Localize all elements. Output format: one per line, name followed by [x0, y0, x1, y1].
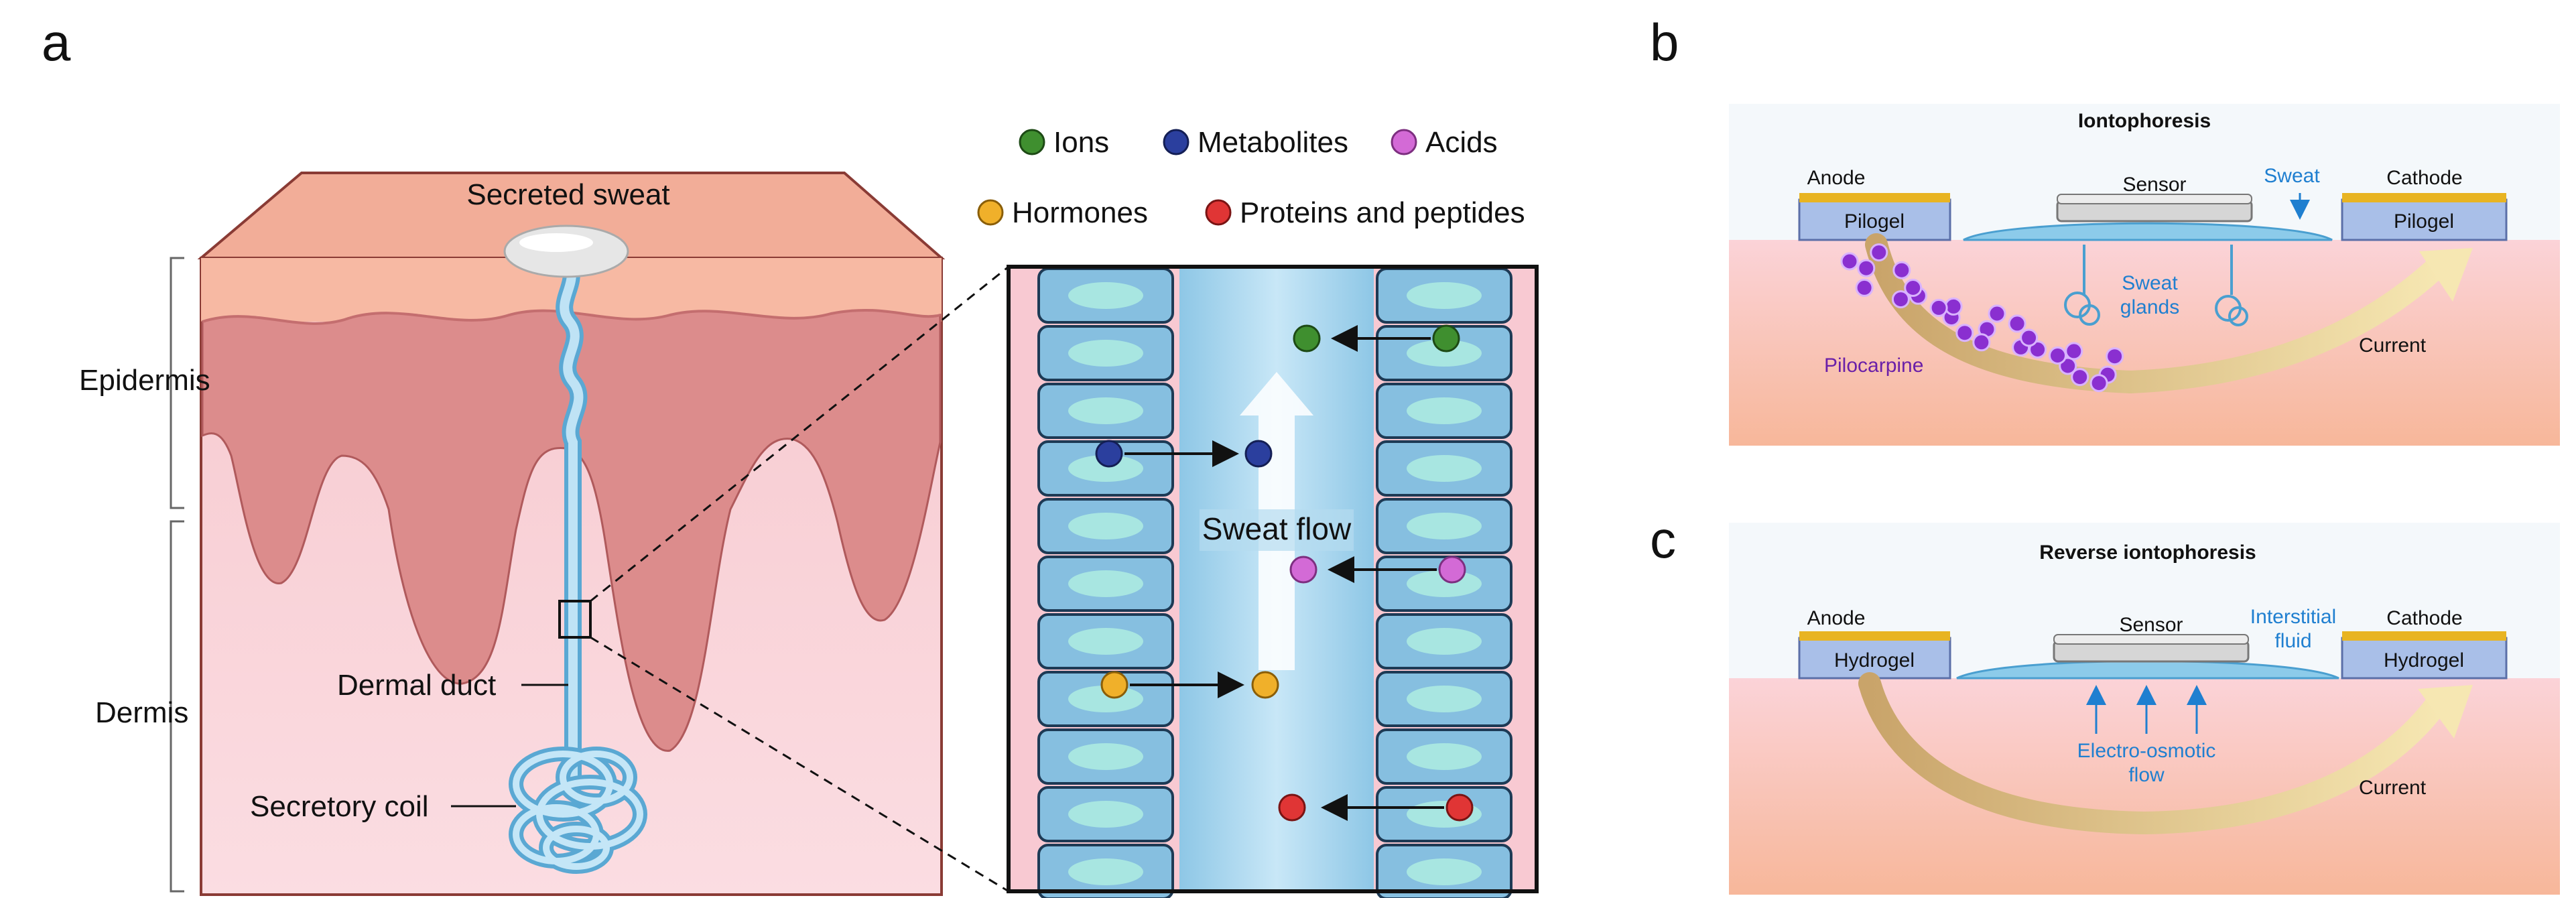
b-sweat-label: Sweat — [2264, 165, 2320, 187]
cell-nucleus — [1068, 397, 1143, 424]
b-anode-label: Anode — [1807, 167, 1866, 189]
sweat-duct — [556, 251, 588, 786]
pilocarpine-dot — [2065, 342, 2083, 361]
cell-nucleus — [1068, 455, 1143, 482]
c-gel-left: Hydrogel — [1834, 649, 1915, 671]
transport-hormones — [1100, 671, 1279, 699]
c-isf-label-2: fluid — [2274, 630, 2311, 652]
cell-nucleus — [1407, 397, 1482, 424]
iontophoresis-diagram — [1729, 104, 2560, 446]
zoom-box — [558, 600, 592, 639]
panel-a-letter: a — [42, 13, 71, 72]
pilocarpine-dot — [2106, 347, 2124, 366]
cell-nucleus — [1068, 513, 1143, 539]
reverse-iontophoresis-diagram — [1729, 523, 2560, 895]
pilocarpine-dot — [1944, 297, 1963, 316]
cell-nucleus — [1068, 282, 1143, 309]
cell-nucleus — [1407, 628, 1482, 655]
cell-nucleus — [1068, 801, 1143, 828]
c-sensor-label: Sensor — [2119, 614, 2183, 636]
epithelial-cells-right — [1376, 267, 1512, 898]
c-cathode-label: Cathode — [2386, 607, 2462, 629]
cell-nucleus — [1068, 743, 1143, 770]
c-isf-label-1: Interstitial — [2250, 606, 2336, 628]
layer-brackets — [170, 257, 184, 893]
pilocarpine-dot — [1857, 259, 1876, 277]
cell-nucleus — [1407, 282, 1482, 309]
cell-nucleus — [1068, 858, 1143, 885]
iontophoresis-title: Iontophoresis — [2078, 110, 2211, 132]
cell-nucleus — [1407, 858, 1482, 885]
pilocarpine-dot — [1955, 324, 1974, 342]
b-sweat-glands-1: Sweat — [2122, 272, 2178, 294]
transport-metabolites — [1095, 440, 1273, 468]
pilocarpine-dot — [2020, 328, 2039, 347]
legend: Ions Metabolites Acids Hormones Proteins… — [977, 126, 1525, 229]
pilocarpine-dot — [2008, 314, 2026, 333]
pilocarpine-dot — [1840, 252, 1859, 271]
c-eo-flow-2: flow — [2128, 764, 2165, 786]
panel-b-letter: b — [1650, 13, 1679, 72]
cell-nucleus — [1407, 743, 1482, 770]
svg-text:Acids: Acids — [1425, 126, 1498, 159]
c-anode-label: Anode — [1807, 607, 1866, 629]
b-current-label: Current — [2359, 334, 2427, 357]
pilocarpine-dot — [1972, 333, 1991, 352]
cell-nucleus — [1068, 570, 1143, 597]
b-sweat-glands-2: glands — [2120, 296, 2179, 318]
cell-nucleus — [1407, 340, 1482, 367]
panel-c-letter: c — [1650, 510, 1676, 569]
dermal-duct-label: Dermal duct — [337, 669, 496, 702]
sweat-flow-label: Sweat flow — [1202, 511, 1352, 546]
pilocarpine-dot — [2049, 346, 2067, 365]
cell-nucleus — [1068, 340, 1143, 367]
reverse-title: Reverse iontophoresis — [2039, 541, 2256, 564]
pilocarpine-dot — [1929, 298, 1948, 317]
transport-proteins — [1278, 793, 1474, 822]
pilocarpine-dot — [2071, 368, 2089, 387]
pilocarpine-dot — [2089, 374, 2108, 393]
legend-item-ions: Ions — [1019, 126, 1109, 159]
duct-magnified: Sweat flow — [1007, 265, 1539, 898]
pilocarpine-dot — [1891, 290, 1910, 309]
cell-nucleus — [1407, 455, 1482, 482]
svg-text:Proteins and peptides: Proteins and peptides — [1240, 196, 1525, 229]
cell-nucleus — [1068, 628, 1143, 655]
epithelial-cells-left — [1037, 267, 1174, 898]
c-current-label: Current — [2359, 777, 2427, 799]
b-sensor-label: Sensor — [2122, 174, 2186, 196]
pilocarpine-dots — [1840, 243, 2124, 393]
pilocarpine-dot — [1892, 261, 1911, 279]
b-gel-right: Pilogel — [2394, 210, 2454, 233]
cell-nucleus — [1407, 513, 1482, 539]
legend-item-metabolites: Metabolites — [1163, 126, 1348, 159]
c-gel-right: Hydrogel — [2384, 649, 2464, 671]
svg-text:Ions: Ions — [1053, 126, 1109, 159]
b-cathode-label: Cathode — [2386, 167, 2462, 189]
transport-acids — [1289, 556, 1466, 584]
transport-ions — [1293, 324, 1460, 352]
svg-text:Hormones: Hormones — [1012, 196, 1148, 229]
legend-item-proteins: Proteins and peptides — [1205, 196, 1525, 229]
legend-item-acids: Acids — [1391, 126, 1498, 159]
secreted-sweat-label: Secreted sweat — [466, 178, 669, 211]
dermis-label: Dermis — [95, 696, 188, 729]
legend-item-hormones: Hormones — [977, 196, 1148, 229]
cell-nucleus — [1407, 686, 1482, 712]
pilocarpine-dot — [1870, 243, 1888, 262]
pilocarpine-dot — [1855, 278, 1874, 297]
b-pilocarpine-label: Pilocarpine — [1824, 355, 1923, 377]
pilocarpine-dot — [1988, 304, 2006, 323]
c-eo-flow-1: Electro-osmotic — [2077, 740, 2216, 762]
svg-text:Metabolites: Metabolites — [1198, 126, 1348, 159]
epidermis-label: Epidermis — [79, 364, 210, 397]
b-gel-left: Pilogel — [1844, 210, 1905, 233]
secretory-coil-label: Secretory coil — [250, 790, 429, 823]
pilocarpine-dot — [1904, 279, 1923, 297]
